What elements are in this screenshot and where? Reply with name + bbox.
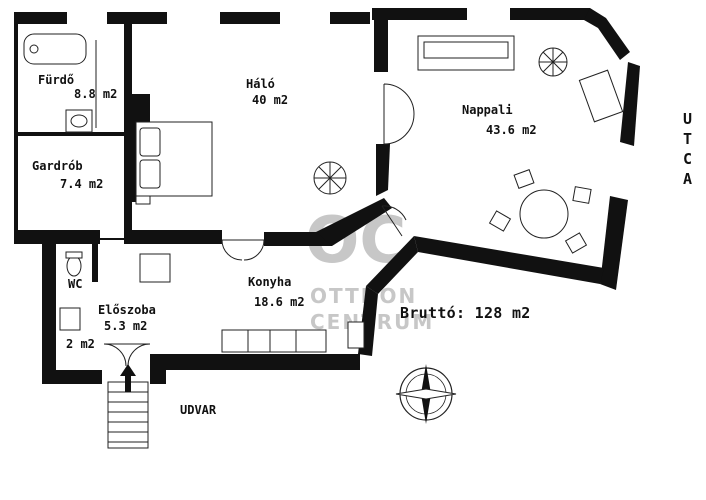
street-letter: U <box>683 110 692 128</box>
room-area-gardrob: 7.4 m2 <box>60 177 103 191</box>
room-area-konyha: 18.6 m2 <box>254 295 305 309</box>
plant-icon-living <box>538 47 568 77</box>
street-label: U T C A <box>683 110 692 188</box>
watermark-line1: OTTHON <box>310 284 417 308</box>
room-name-gardrob: Gardrób <box>32 159 83 173</box>
cabinet-icon <box>139 253 171 283</box>
chair-icon <box>572 186 592 204</box>
entrance-arrow-icon <box>120 364 136 392</box>
entry-door-icon <box>103 343 151 367</box>
room-name-furdo: Fürdő <box>38 73 74 87</box>
street-letter: T <box>683 130 692 148</box>
room-area-furdo: 8.8 m2 <box>74 87 117 101</box>
toilet-icon <box>66 255 82 277</box>
room-name-halo: Háló <box>246 77 275 91</box>
sink-icon <box>65 109 93 133</box>
kitchen-counter-icon <box>221 329 327 353</box>
room-name-wc: WC <box>68 277 82 291</box>
entrance-stairs <box>107 364 149 449</box>
total-area-label: Bruttó: 128 m2 <box>400 304 531 322</box>
plant-icon <box>313 161 347 195</box>
room-name-konyha: Konyha <box>248 275 291 289</box>
room-name-eloszoba: Előszoba <box>98 303 156 317</box>
yard-label: UDVAR <box>180 403 217 417</box>
bathtub-icon <box>23 33 87 65</box>
fridge-icon <box>347 321 365 349</box>
chair-icon <box>513 169 535 189</box>
room-labels: Fürdő 8.8 m2 Háló 40 m2 Nappali 43.6 m2 … <box>32 73 537 417</box>
compass-icon: N <box>395 364 457 424</box>
room-area-eloszoba: 5.3 m2 <box>104 319 147 333</box>
dining-table-icon <box>519 189 569 239</box>
chair-icon <box>488 210 512 232</box>
entry-sink-icon <box>59 307 81 331</box>
room-name-nappali: Nappali <box>462 103 513 117</box>
door-icon <box>381 205 407 237</box>
walls <box>14 8 640 384</box>
room-area-halo: 40 m2 <box>252 93 288 107</box>
door-icon <box>383 83 415 145</box>
street-letter: C <box>683 150 692 168</box>
compass-north-label: N <box>423 392 427 400</box>
room-area-nappali: 43.6 m2 <box>486 123 537 137</box>
door-icon <box>221 239 265 261</box>
armchair-icon <box>578 69 624 123</box>
room-area-wc: 2 m2 <box>66 337 95 351</box>
chair-icon <box>564 232 588 254</box>
street-letter: A <box>683 170 692 188</box>
fixtures <box>23 33 624 367</box>
